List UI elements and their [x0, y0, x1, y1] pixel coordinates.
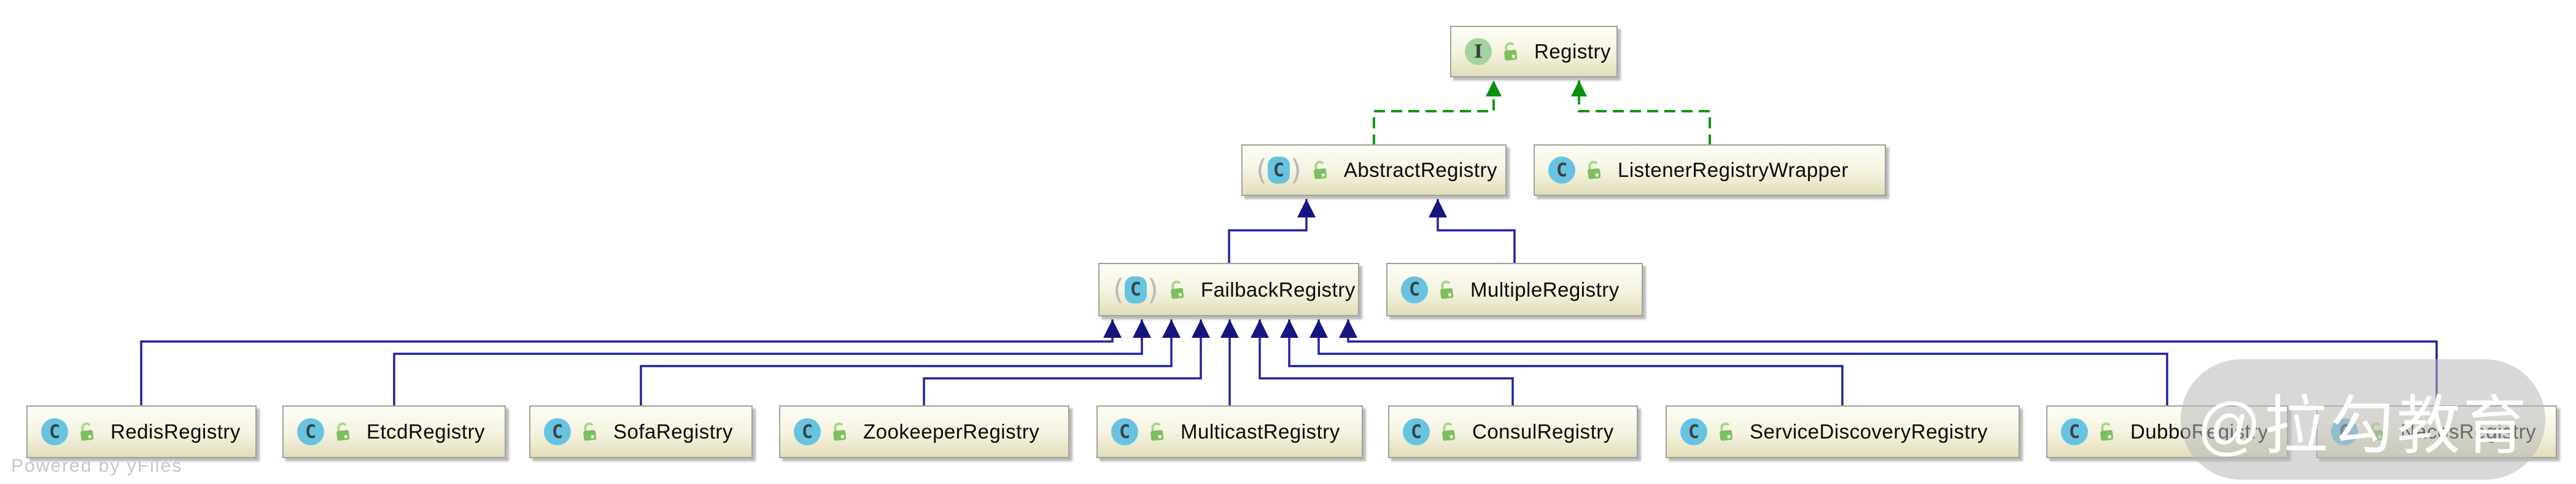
public-unlock-icon	[1150, 422, 1164, 441]
edge-listenerregistrywrapper-implements-registry	[1571, 80, 1711, 146]
edge-failbackregistry-extends-abstractregistry	[1228, 199, 1316, 264]
edge-servicediscoveryregistry-extends-failbackregistry	[1280, 319, 1844, 407]
class-name-label: MulticastRegistry	[1181, 420, 1340, 443]
edge-abstractregistry-implements-registry	[1373, 80, 1502, 146]
edge-multipleregistry-extends-abstractregistry	[1429, 199, 1516, 264]
yfiles-attribution: Powered by yFiles	[11, 456, 183, 476]
public-unlock-icon	[583, 422, 597, 441]
class-name-label: ZookeeperRegistry	[863, 420, 1040, 443]
watermark-text: @拉勾教育	[2197, 390, 2529, 462]
class-node-listenerregistrywrapper[interactable]: C ListenerRegistryWrapper	[1534, 144, 1886, 196]
class-icon: C	[1401, 276, 1428, 303]
class-node-redisregistry[interactable]: C RedisRegistry	[26, 405, 257, 458]
class-name-label: EtcdRegistry	[367, 420, 486, 443]
public-unlock-icon	[1504, 42, 1518, 61]
class-name-label: FailbackRegistry	[1200, 278, 1356, 301]
class-name-label: Registry	[1534, 40, 1612, 63]
watermark-badge: @拉勾教育	[2181, 359, 2545, 480]
edge-redisregistry-extends-failbackregistry	[140, 319, 1122, 407]
class-node-servicediscoveryregistry[interactable]: C ServiceDiscoveryRegistry	[1666, 405, 2020, 458]
class-node-etcdregistry[interactable]: C EtcdRegistry	[282, 405, 506, 458]
interface-icon: I	[1465, 38, 1492, 65]
class-node-consulregistry[interactable]: C ConsulRegistry	[1388, 405, 1638, 458]
class-node-multipleregistry[interactable]: C MultipleRegistry	[1386, 263, 1643, 316]
edge-consulregistry-extends-failbackregistry	[1251, 319, 1514, 407]
class-name-label: MultipleRegistry	[1470, 278, 1620, 301]
class-name-label: RedisRegistry	[111, 420, 241, 443]
public-unlock-icon	[1440, 280, 1454, 299]
class-name-label: ListenerRegistryWrapper	[1618, 158, 1849, 181]
public-unlock-icon	[1171, 280, 1184, 299]
class-icon: C	[1403, 418, 1430, 445]
class-icon: C	[794, 418, 821, 445]
class-icon: C	[2061, 418, 2088, 445]
interface-node-registry[interactable]: I Registry	[1450, 26, 1618, 77]
class-name-label: ServiceDiscoveryRegistry	[1750, 420, 1988, 443]
class-name-label: SofaRegistry	[613, 420, 733, 443]
class-icon: C	[1548, 157, 1575, 184]
abstract-class-icon: C	[1113, 276, 1158, 303]
public-unlock-icon	[833, 422, 847, 441]
public-unlock-icon	[80, 422, 94, 441]
class-icon: C	[297, 418, 324, 445]
class-icon: C	[41, 418, 68, 445]
public-unlock-icon	[2100, 422, 2114, 441]
public-unlock-icon	[1720, 422, 1733, 441]
class-node-zookeeperregistry[interactable]: C ZookeeperRegistry	[779, 405, 1069, 458]
public-unlock-icon	[1314, 160, 1327, 179]
class-node-failbackregistry[interactable]: C FailbackRegistry	[1098, 263, 1359, 316]
public-unlock-icon	[1588, 160, 1601, 179]
class-node-sofaregistry[interactable]: C SofaRegistry	[529, 405, 753, 458]
class-icon: C	[544, 418, 571, 445]
class-node-multicastregistry[interactable]: C MulticastRegistry	[1096, 405, 1363, 458]
edge-zookeeperregistry-extends-failbackregistry	[923, 319, 1210, 407]
class-name-label: AbstractRegistry	[1343, 158, 1497, 181]
edge-sofaregistry-extends-failbackregistry	[640, 319, 1181, 407]
edge-etcdregistry-extends-failbackregistry	[393, 319, 1151, 407]
class-icon: C	[1111, 418, 1138, 445]
class-icon: C	[1680, 418, 1707, 445]
class-name-label: ConsulRegistry	[1472, 420, 1614, 443]
class-node-abstractregistry[interactable]: C AbstractRegistry	[1241, 144, 1507, 196]
public-unlock-icon	[1442, 422, 1456, 441]
edge-dubboregistry-extends-failbackregistry	[1309, 319, 2168, 407]
public-unlock-icon	[336, 422, 350, 441]
abstract-class-icon: C	[1256, 157, 1302, 184]
